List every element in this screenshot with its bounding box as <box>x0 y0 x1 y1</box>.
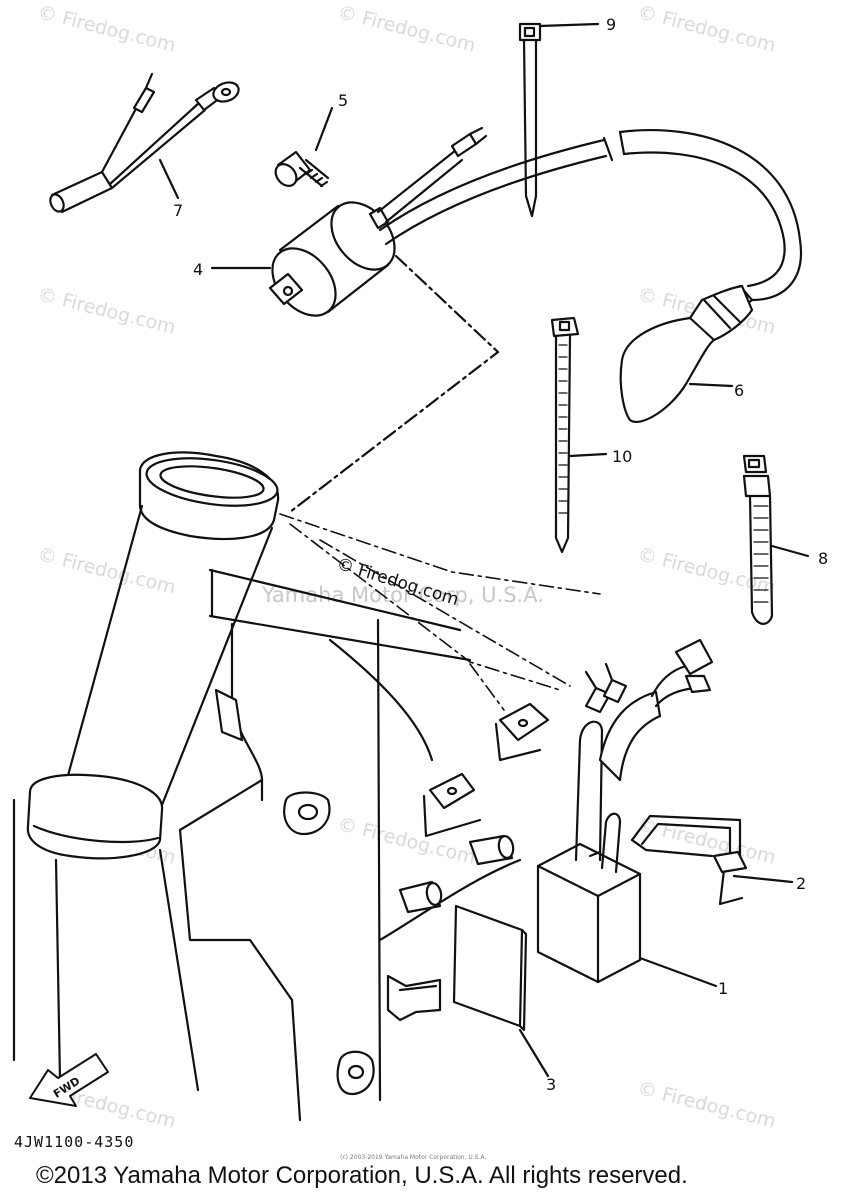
reference-lines <box>279 513 601 711</box>
fwd-arrow-icon <box>29 1053 109 1107</box>
frame <box>12 451 522 1122</box>
callout-9: 9 <box>606 15 616 34</box>
clamp-part-2 <box>630 814 794 906</box>
cable-tie-part-9 <box>518 22 600 218</box>
callout-6: 6 <box>734 381 744 400</box>
callout-2: 2 <box>796 874 806 893</box>
collars <box>398 834 515 914</box>
small-copyright-note: (c) 2003-2019 Yamaha Motor Corporation, … <box>340 1154 487 1161</box>
callout-10: 10 <box>612 447 632 466</box>
center-watermark: Yamaha Motor Corp, U.S.A. <box>262 583 544 607</box>
lead-wire-part-7 <box>49 72 240 214</box>
frame-brackets <box>422 702 550 838</box>
spark-plug-cap-part-6 <box>378 128 803 423</box>
callout-7: 7 <box>173 201 183 220</box>
cable-tie-part-10 <box>550 316 608 554</box>
stay-bracket <box>386 974 442 1022</box>
callout-5: 5 <box>338 91 348 110</box>
part-code: 4JW1100-4350 <box>14 1133 135 1151</box>
callout-1: 1 <box>718 979 728 998</box>
callout-labels: 1 2 3 4 5 6 7 8 9 10 FWD <box>51 15 828 1101</box>
pad-part-3 <box>452 904 550 1078</box>
copyright-footer: ©2013 Yamaha Motor Corporation, U.S.A. A… <box>36 1162 688 1189</box>
ignition-coil-part-4 <box>210 126 500 514</box>
cdi-unit-part-1 <box>536 638 718 988</box>
callout-3: 3 <box>546 1075 556 1094</box>
callout-8: 8 <box>818 549 828 568</box>
bolt-part-5 <box>274 106 334 188</box>
band-part-8 <box>742 454 810 625</box>
callout-4: 4 <box>193 260 203 279</box>
